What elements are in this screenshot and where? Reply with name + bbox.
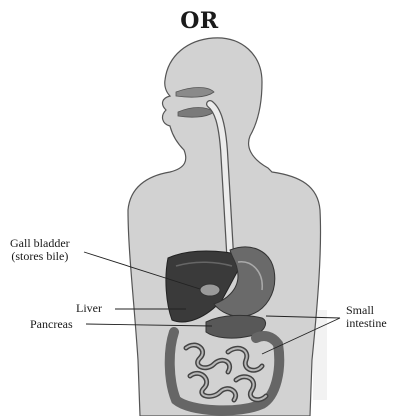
gall-bladder-label: Gall bladder (stores bile) [10,237,70,263]
liver-label: Liver [76,302,102,315]
small-intestine-label-line2: intestine [346,317,387,330]
pancreas-label: Pancreas [30,318,73,331]
heading: OR [0,8,399,34]
gall-bladder-label-line2: (stores bile) [10,250,70,263]
small-intestine-label: Small intestine [346,304,387,330]
gall-bladder [200,284,220,296]
